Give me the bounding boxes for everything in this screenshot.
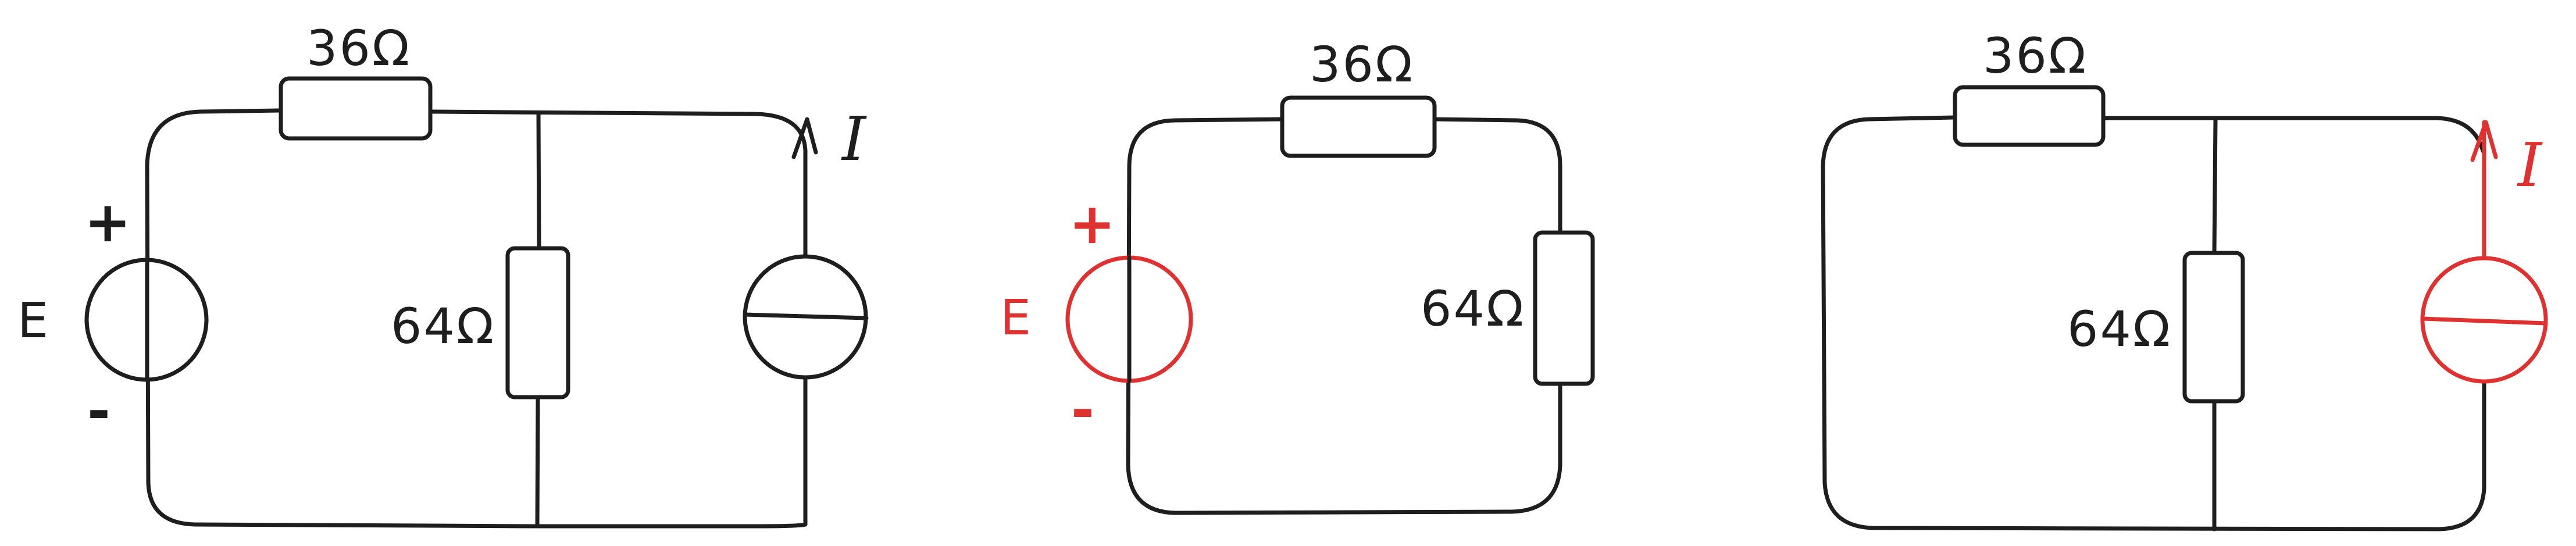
resistor-36-body (1280, 95, 1437, 158)
label-resistor-64: 64Ω (1421, 280, 1525, 337)
label-plus: + (84, 190, 131, 255)
label-resistor-36: 36Ω (1983, 27, 2088, 84)
voltage-source-symbol (84, 258, 209, 382)
current-arrow-head (791, 117, 818, 159)
label-resistor-64: 64Ω (2067, 301, 2172, 358)
panel-voltage-source-only: 36Ω 64Ω E + - (1000, 36, 1595, 515)
label-minus: - (1071, 377, 1094, 442)
current-source-symbol (2420, 256, 2548, 384)
wire-loop (1126, 117, 1562, 515)
label-voltage-e: E (1000, 289, 1031, 346)
label-resistor-64: 64Ω (391, 298, 495, 355)
label-resistor-36: 36Ω (306, 20, 411, 77)
resistor-64-body (505, 246, 570, 399)
resistor-64-body (2182, 251, 2245, 404)
wire-shunt-branch (535, 110, 541, 528)
resistor-36-body (279, 76, 433, 141)
wire-top-right (428, 109, 808, 529)
resistor-64-body (1533, 230, 1595, 386)
wire-shunt-branch (2212, 117, 2218, 531)
wire-loop (1821, 115, 2486, 531)
label-voltage-e: E (17, 292, 50, 349)
label-resistor-36: 36Ω (1310, 36, 1414, 93)
current-source-symbol (743, 254, 869, 380)
current-arrow-head (2470, 120, 2498, 162)
label-plus: + (1069, 191, 1115, 256)
panel-full-circuit: 36Ω 64Ω E + - I (17, 20, 869, 529)
label-minus: - (87, 379, 110, 444)
resistor-36-body (1953, 85, 2106, 147)
label-current-i: I (2517, 130, 2543, 201)
label-current-i: I (841, 104, 867, 174)
wire-top-right (2100, 116, 2485, 154)
voltage-source-symbol (1065, 255, 1193, 383)
wire-top-left (145, 108, 540, 529)
panel-current-source-only: 36Ω 64Ω I (1821, 27, 2548, 531)
